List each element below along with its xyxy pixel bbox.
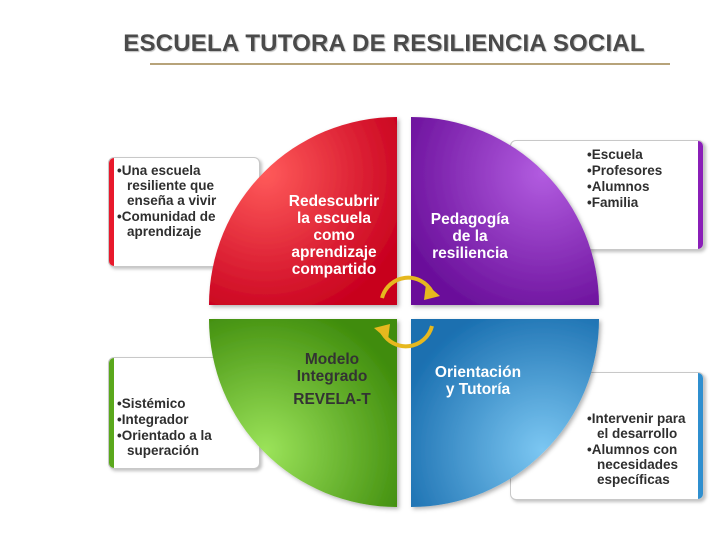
box-bottom-left-list: Sistémico Integrador Orientado a la supe… <box>117 396 229 459</box>
box-bottom-left-accent <box>109 358 114 468</box>
list-item: Familia <box>587 195 697 210</box>
quadrant-blue <box>411 319 599 507</box>
list-item: Orientado a la superación <box>117 428 229 458</box>
page-title: ESCUELA TUTORA DE RESILIENCIA SOCIAL <box>123 30 645 57</box>
list-item: Integrador <box>117 412 229 427</box>
box-top-right-list: Escuela Profesores Alumnos Familia <box>587 147 697 211</box>
list-item: Escuela <box>587 147 697 162</box>
box-top-right-accent <box>698 141 703 249</box>
box-top-left-list: Una escuela resiliente que enseña a vivi… <box>117 163 229 240</box>
quadrant-green-label: Modelo Integrado REVELA-T <box>293 351 371 408</box>
list-item: Intervenir para el desarrollo <box>587 411 699 441</box>
list-item: Alumnos con necesidades específicas <box>587 442 699 487</box>
quadrant-green <box>209 319 397 507</box>
quadrant-purple <box>411 117 599 305</box>
box-bottom-right-accent <box>698 373 703 499</box>
box-bottom-right-list: Intervenir para el desarrollo Alumnos co… <box>587 411 699 488</box>
quadrant-red <box>209 117 397 305</box>
list-item: Alumnos <box>587 179 697 194</box>
arrowhead-icon <box>374 324 390 340</box>
quadrant-purple-label: Pedagogía de la resiliencia <box>430 211 510 262</box>
list-item: Una escuela resiliente que enseña a vivi… <box>117 163 229 208</box>
list-item: Profesores <box>587 163 697 178</box>
box-top-left-accent <box>109 158 114 266</box>
quadrant-blue-label: Orientación y Tutoría <box>434 364 522 398</box>
list-item: Sistémico <box>117 396 229 411</box>
quadrant-red-label: Redescubrir la escuela como aprendizaje … <box>288 193 380 278</box>
list-item: Comunidad de aprendizaje <box>117 209 229 239</box>
title-underline <box>150 63 670 65</box>
arrowhead-icon <box>424 284 440 300</box>
